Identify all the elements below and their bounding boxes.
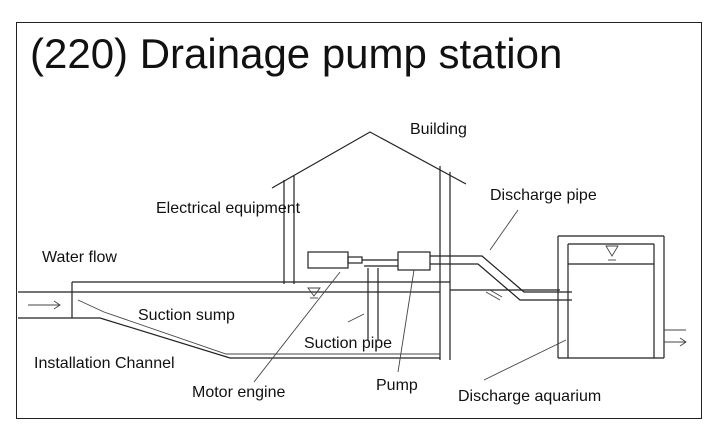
discharge-pipe bbox=[430, 209, 572, 301]
water-level-icon bbox=[307, 287, 321, 299]
label-pump: Pump bbox=[376, 377, 418, 394]
label-building: Building bbox=[410, 121, 467, 138]
label-installation-channel: Installation Channel bbox=[34, 355, 175, 372]
label-discharge-aquarium: Discharge aquarium bbox=[458, 388, 601, 405]
discharge-aquarium bbox=[557, 235, 687, 359]
water-flow-arrow bbox=[28, 300, 61, 310]
label-suction-sump: Suction sump bbox=[138, 307, 235, 324]
pump bbox=[364, 251, 431, 271]
label-electrical-equipment: Electrical equipment bbox=[156, 200, 301, 217]
suction-pipe bbox=[347, 268, 379, 340]
label-suction-pipe: Suction pipe bbox=[304, 335, 392, 352]
installation-channel bbox=[18, 281, 560, 359]
label-discharge-pipe: Discharge pipe bbox=[490, 187, 597, 204]
building bbox=[271, 131, 467, 360]
motor-engine bbox=[307, 251, 398, 269]
diagram-title: (220) Drainage pump station bbox=[30, 30, 563, 77]
label-motor-engine: Motor engine bbox=[192, 384, 285, 401]
leader-lines bbox=[253, 269, 567, 383]
label-water-flow: Water flow bbox=[42, 249, 117, 266]
diagram-frame bbox=[16, 22, 702, 419]
